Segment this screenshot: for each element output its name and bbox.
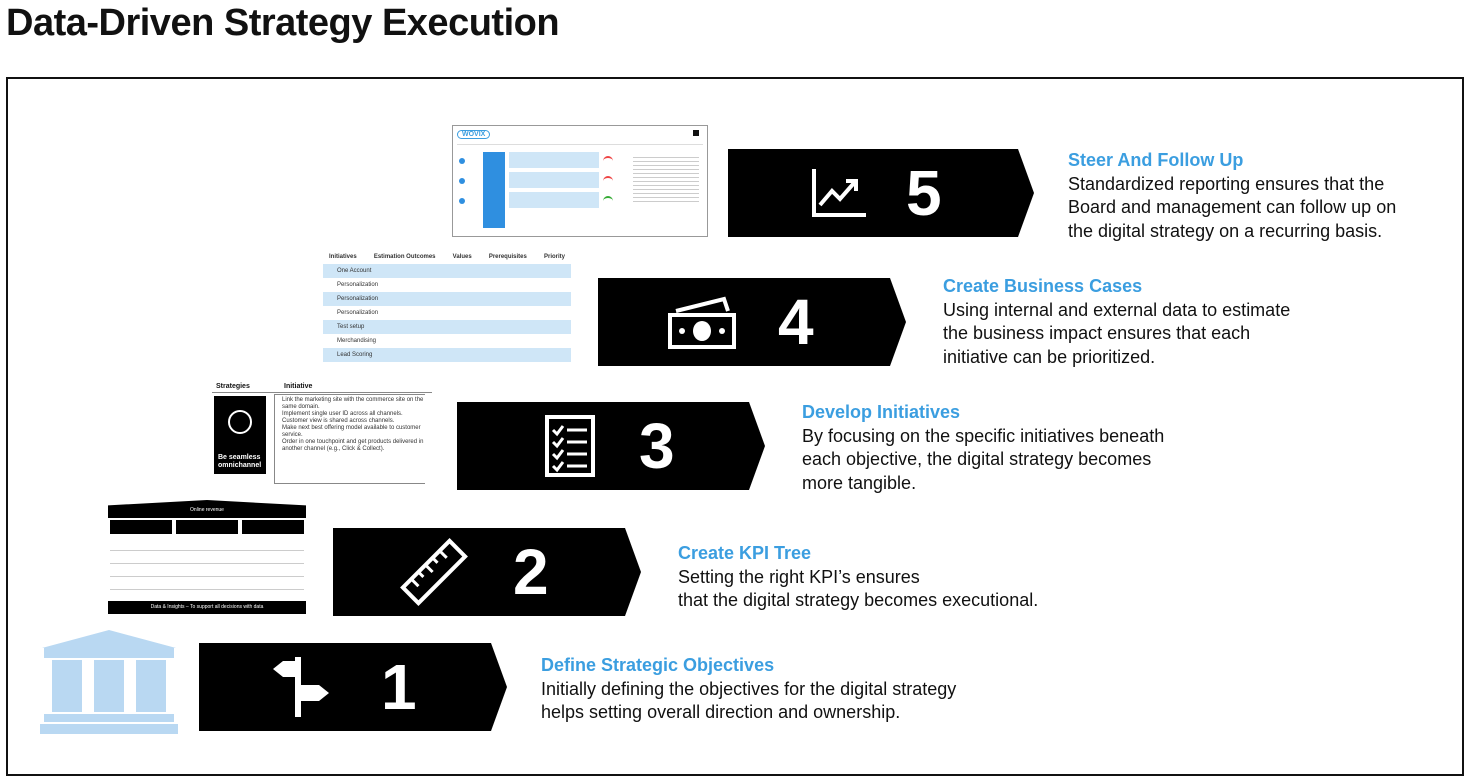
- list-item: Order in one touchpoint and get products…: [282, 439, 424, 452]
- table-header: Values: [452, 253, 472, 260]
- strategy-card-label: Be seamless omnichannel: [218, 454, 262, 469]
- business-case-thumbnail: Initiatives Estimation Outcomes Values P…: [323, 252, 571, 364]
- initiative-header: Initiative: [284, 383, 313, 390]
- step-5-description: Steer And Follow Up Standardized reporti…: [1068, 149, 1458, 243]
- money-icon: [666, 293, 740, 351]
- strategy-card: Be seamless omnichannel: [214, 396, 266, 474]
- table-header: Prerequisites: [488, 253, 527, 260]
- table-header: Estimation Outcomes: [373, 253, 436, 260]
- table-row: Merchandising: [337, 337, 377, 344]
- step-number: 1: [381, 651, 417, 723]
- cloud-network-icon: [228, 410, 252, 434]
- table-row: One Account: [323, 264, 571, 278]
- dashboard-logo: WOVIX: [457, 130, 491, 139]
- trend-chart-icon: [810, 167, 868, 219]
- step-title: Steer And Follow Up: [1068, 150, 1244, 170]
- initiative-list: Link the marketing site with the commerc…: [282, 397, 426, 453]
- signpost-icon: [269, 655, 331, 719]
- step-number: 4: [778, 286, 814, 358]
- kpi-tree-thumbnail: Online revenue Data & Insights – To supp…: [108, 500, 306, 614]
- step-5-banner: 5: [728, 149, 1034, 237]
- step-1-description: Define Strategic Objectives Initially de…: [541, 654, 1021, 725]
- table-header: Initiatives: [329, 253, 357, 260]
- step-body: Standardized reporting ensures that the …: [1068, 173, 1397, 241]
- table-row: Personalization: [337, 281, 379, 288]
- step-body: Setting the right KPI’s ensures that the…: [678, 566, 1039, 611]
- list-item: Customer view is shared across channels.: [282, 418, 395, 424]
- list-item: Link the marketing site with the commerc…: [282, 397, 424, 410]
- step-body: By focusing on the specific initiatives …: [802, 425, 1165, 493]
- checklist-icon: [543, 414, 597, 478]
- step-1-banner: 1: [199, 643, 507, 731]
- kpi-root: Online revenue: [190, 507, 224, 513]
- step-3-banner: 3: [457, 402, 765, 490]
- table-row: Personalization: [337, 309, 379, 316]
- table-header: Priority: [543, 253, 565, 260]
- step-body: Using internal and external data to esti…: [943, 299, 1291, 367]
- table-row: Lead Scoring: [323, 348, 571, 362]
- step-4-description: Create Business Cases Using internal and…: [943, 275, 1363, 369]
- list-item: Implement single user ID across all chan…: [282, 411, 403, 417]
- page-title: Data-Driven Strategy Execution: [6, 2, 560, 44]
- step-body: Initially defining the objectives for th…: [541, 678, 957, 723]
- list-item: Make next best offering model available …: [282, 425, 421, 438]
- step-title: Develop Initiatives: [802, 402, 961, 422]
- step-title: Create KPI Tree: [678, 543, 812, 563]
- step-title: Create Business Cases: [943, 276, 1143, 296]
- content-frame: [6, 77, 1464, 776]
- step-2-banner: 2: [333, 528, 641, 616]
- dashboard-thumbnail: WOVIX: [452, 125, 708, 237]
- ruler-icon: [399, 537, 469, 607]
- step-number: 3: [639, 410, 675, 482]
- step-number: 2: [513, 536, 549, 608]
- home-icon: [693, 130, 699, 136]
- kpi-footer: Data & Insights – To support all decisio…: [150, 604, 264, 610]
- initiatives-thumbnail: Strategies Initiative Be seamless omnich…: [208, 380, 436, 492]
- step-4-banner: 4: [598, 278, 906, 366]
- step-title: Define Strategic Objectives: [541, 655, 775, 675]
- table-row: Test setup: [323, 320, 571, 334]
- step-number: 5: [906, 157, 942, 229]
- table-row: Personalization: [323, 292, 571, 306]
- step-2-description: Create KPI Tree Setting the right KPI’s …: [678, 542, 1118, 613]
- strategies-header: Strategies: [216, 383, 250, 390]
- strategy-temple-thumbnail: [40, 630, 178, 734]
- step-3-description: Develop Initiatives By focusing on the s…: [802, 401, 1242, 495]
